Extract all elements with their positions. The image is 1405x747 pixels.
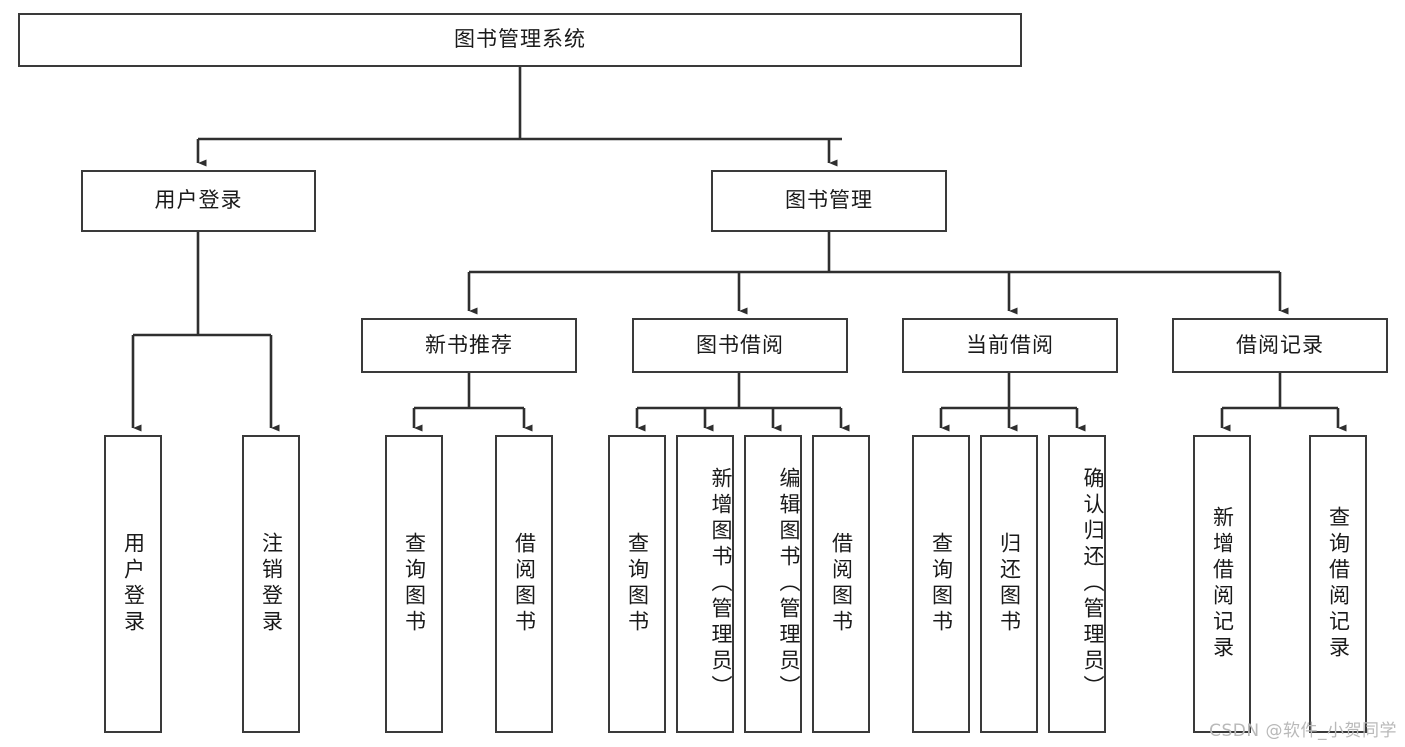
leaf-user-login-label: 用户登录 <box>121 532 146 636</box>
leaf-query-book-2-label: 查询图书 <box>625 532 650 636</box>
leaf-add-borrow-record[interactable]: 新增借阅记录 <box>1193 435 1251 733</box>
node-book-manage[interactable]: 图书管理 <box>711 170 947 232</box>
leaf-borrow-book-1-label: 借阅图书 <box>512 532 537 636</box>
node-root-label: 图书管理系统 <box>454 27 586 52</box>
leaf-confirm-return[interactable]: 确认归还（管理员） <box>1048 435 1106 733</box>
leaf-query-borrow-record[interactable]: 查询借阅记录 <box>1309 435 1367 733</box>
leaf-borrow-book-1[interactable]: 借阅图书 <box>495 435 553 733</box>
csdn-watermark: CSDN @软件_小贺同学 <box>1209 721 1397 741</box>
node-root[interactable]: 图书管理系统 <box>18 13 1022 67</box>
node-current-borrow-label: 当前借阅 <box>966 332 1054 357</box>
node-borrow-record[interactable]: 借阅记录 <box>1172 318 1388 373</box>
leaf-return-book-label: 归还图书 <box>997 532 1022 636</box>
node-user-login-label: 用户登录 <box>154 188 243 213</box>
leaf-add-book[interactable]: 新增图书（管理员） <box>676 435 734 733</box>
leaf-logout-login-label: 注销登录 <box>259 532 284 636</box>
leaf-logout-login[interactable]: 注销登录 <box>242 435 300 733</box>
leaf-add-borrow-record-label: 新增借阅记录 <box>1210 506 1235 662</box>
leaf-query-book-1[interactable]: 查询图书 <box>385 435 443 733</box>
leaf-query-book-1-label: 查询图书 <box>402 532 427 636</box>
leaf-add-book-label: 新增图书（管理员） <box>709 467 733 701</box>
leaf-borrow-book-2-label: 借阅图书 <box>829 532 854 636</box>
node-new-book-recommend[interactable]: 新书推荐 <box>361 318 577 373</box>
leaf-edit-book-label: 编辑图书（管理员） <box>777 467 801 701</box>
leaf-query-book-3[interactable]: 查询图书 <box>912 435 970 733</box>
node-new-book-recommend-label: 新书推荐 <box>425 332 513 357</box>
node-user-login[interactable]: 用户登录 <box>81 170 316 232</box>
leaf-query-borrow-record-label: 查询借阅记录 <box>1326 506 1351 662</box>
leaf-edit-book[interactable]: 编辑图书（管理员） <box>744 435 802 733</box>
node-book-borrow[interactable]: 图书借阅 <box>632 318 848 373</box>
leaf-return-book[interactable]: 归还图书 <box>980 435 1038 733</box>
node-book-manage-label: 图书管理 <box>785 188 873 213</box>
node-book-borrow-label: 图书借阅 <box>696 332 784 357</box>
node-current-borrow[interactable]: 当前借阅 <box>902 318 1118 373</box>
node-borrow-record-label: 借阅记录 <box>1236 332 1324 357</box>
leaf-borrow-book-2[interactable]: 借阅图书 <box>812 435 870 733</box>
leaf-confirm-return-label: 确认归还（管理员） <box>1081 467 1105 701</box>
leaf-query-book-3-label: 查询图书 <box>929 532 954 636</box>
leaf-user-login[interactable]: 用户登录 <box>104 435 162 733</box>
leaf-query-book-2[interactable]: 查询图书 <box>608 435 666 733</box>
